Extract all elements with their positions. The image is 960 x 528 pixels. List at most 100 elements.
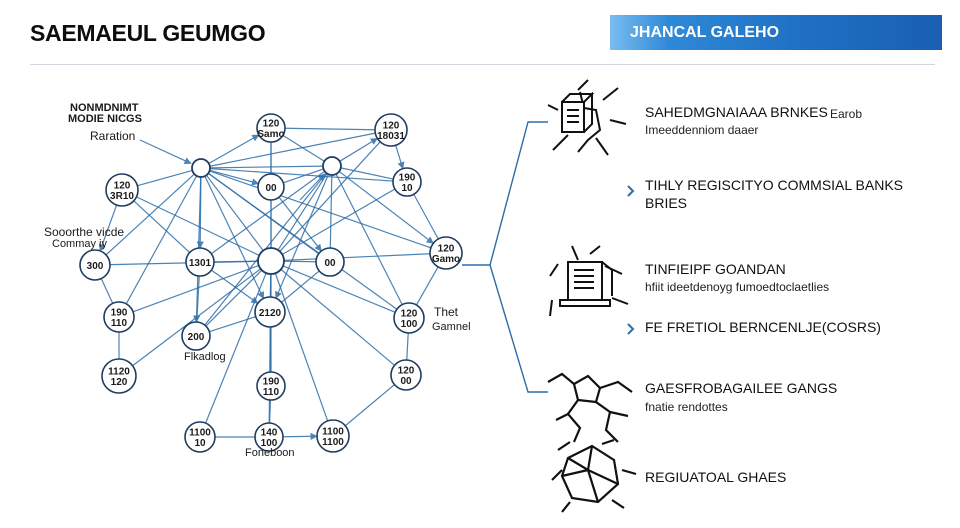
network-hub [322,156,342,176]
label-right-side-1: Thet [434,305,459,319]
network-node-label: 300 [87,261,104,272]
network-edge [100,278,114,304]
network-node-circle [316,419,350,453]
network-edge [132,264,260,313]
network-edge [209,168,394,182]
network-node: 1301 [185,247,215,277]
legend-title-3: TINFIEIPF GOANDAN [645,261,786,277]
network-node: 00 [257,173,285,201]
network-edge [211,269,259,304]
network-node-circle [103,301,135,333]
network-edge [406,332,409,361]
header-banner: JHANCAL GALEHO [610,15,942,50]
chevron-right-icon [627,185,635,197]
network-edge [105,173,195,256]
network-node-label: 120 [263,119,280,130]
network-edge [413,193,439,240]
network-edge [280,268,395,366]
network-edge [133,200,191,253]
legend-title-4: FE FRETIOL BERNCENLJE(COSRS) [645,319,881,335]
network-node-label: 120 [401,309,418,320]
network-edge [209,169,260,186]
network-node-label: 120 [114,181,131,192]
network-node-circle [390,359,422,391]
network-edge [205,269,263,327]
network-edge [137,169,193,187]
network-edge [268,399,272,424]
network-node-label: 100 [261,438,278,449]
server-icon [547,79,627,156]
network-edge [139,139,192,164]
network-node-label: 1301 [189,258,212,269]
network-node-circle [79,249,111,281]
network-node-label: 120 [398,366,415,377]
network-edge [209,132,376,167]
legend-sub-1: Imeeddenniom daaer [645,123,758,137]
network-node-label: 110 [263,387,280,398]
label-radiation: Raration [90,129,135,143]
network-node-circle [392,167,422,197]
network-node-label: 120 [438,244,455,255]
network-edge [196,275,200,323]
page-title: SAEMAEUL GEUMGO [30,20,266,46]
network-node-label: Gamo [432,254,460,265]
legend-sub-5: fnatie rendottes [645,400,728,414]
legend-connector [462,121,548,393]
label-left-side-1: Sooorthe vicde [44,225,124,239]
label-center-bottom: Flkadlog [184,351,226,363]
network-node-circle [257,173,285,201]
network-edge [283,168,324,184]
network-node: 00 [315,247,345,277]
network-edge [207,172,398,310]
network-node-label: 190 [263,377,280,388]
network-edges [98,127,439,440]
network-node-label: 10 [401,183,413,194]
network-edge [210,170,326,255]
network-edge [136,196,260,256]
crack-icon [547,372,633,443]
network-edge [329,174,333,249]
network-edge [281,270,320,303]
network-edge [209,165,324,169]
network-node: 2120 [254,296,286,328]
network-nodes: 120Samo120180311203R100019010120Gamo1301… [79,113,463,453]
network-node-label: 120 [383,121,400,132]
building-icon [549,245,629,317]
network-edge [338,170,434,244]
network-edge [209,316,256,333]
legend-title-5: GAESFROBAGAILEE GANGS [645,380,837,396]
network-edge [275,174,330,299]
network-node-label: 2120 [259,308,282,319]
rock-icon [551,438,637,513]
network-hub [191,158,211,178]
label-bottom: Foneboon [245,447,295,459]
network-node-label: 1100 [322,437,344,448]
network-edge [283,253,431,262]
network-node-circle [256,371,286,401]
network-edge [109,260,259,266]
network-node-label: 200 [188,332,205,343]
network-hub [257,247,285,275]
network-node-circle [315,247,345,277]
legend-suffix-1: Earob [830,107,862,121]
network-edge [204,175,265,300]
network-edge [205,174,264,251]
network-node-label: 190 [399,173,416,184]
network-edge [395,145,405,170]
legend-title-6: REGIUATOAL GHAES [645,469,786,485]
network-node-label: 110 [111,318,128,329]
network-edge [335,173,403,305]
network-node-label: 1120 [108,367,130,378]
